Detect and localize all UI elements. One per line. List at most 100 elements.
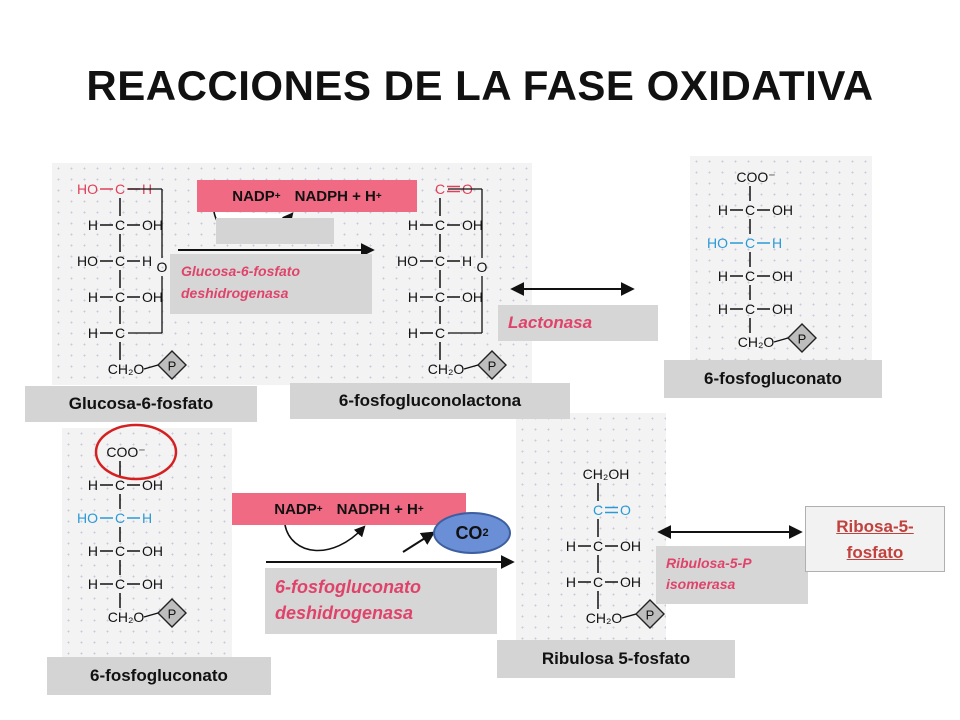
gluconato-bottom-carbon-2: C [115, 543, 125, 559]
lactona-phosphate-label: P [488, 359, 497, 374]
cofactor-box-top: NADP+ NADPH + H+ [197, 180, 417, 212]
ribulosa-right-2: OH [620, 574, 641, 590]
gluconato-top-carbon-3: C [745, 301, 755, 317]
gluconato-bottom-panel [62, 428, 232, 658]
ribulosa-right-0: O [620, 502, 631, 518]
lactona-carbon-0: C [435, 181, 445, 197]
curve-nadp-bottom [284, 524, 366, 552]
glucosa6p-phosphate [157, 350, 187, 380]
gluconato-bottom-left-3: H [88, 576, 98, 592]
ribulosa-carbon-0: C [593, 502, 603, 518]
ribulosa-carbon-1: C [593, 538, 603, 554]
gluconato-top-right-1: H [772, 235, 782, 251]
lactona-right-3: OH [462, 289, 483, 305]
glucosa6p-carbon-3: C [115, 289, 125, 305]
glucosa6p-left-0: HO [77, 181, 98, 197]
gluconato-bottom-carbon-0: C [115, 477, 125, 493]
gluconato-bottom-right-0: OH [142, 477, 163, 493]
enzyme-lactonasa: Lactonasa [498, 305, 658, 341]
lactona-carbon-2: C [435, 253, 445, 269]
gluconato-bottom-top-group: COO⁻ [106, 444, 145, 460]
gluconato-top-phosphate-label: P [798, 332, 807, 347]
ribulosa-phosphate [635, 599, 665, 629]
ribulosa-panel [516, 413, 666, 641]
gluconato-bottom-ch2o: CH₂O [108, 609, 145, 625]
lactona-right-2: H [462, 253, 472, 269]
glucosa6p-carbon-2: C [115, 253, 125, 269]
nadp-label-bottom: NADP [274, 500, 317, 518]
glucosa6p-ch2o: CH₂O [108, 361, 145, 377]
gluconato-top-carbon-2: C [745, 268, 755, 284]
lactona-carbon-4: C [435, 325, 445, 341]
lactona-carbon-1: C [435, 217, 445, 233]
gluconato-bottom-right-3: OH [142, 576, 163, 592]
ribulosa-ch2o: CH₂O [586, 610, 623, 626]
enzyme-pgdh: 6-fosfogluconato deshidrogenasa [265, 568, 497, 634]
lactona-left-3: H [408, 289, 418, 305]
nadp-label: NADP [232, 187, 275, 205]
ribulosa-right-1: OH [620, 538, 641, 554]
label-gluconato-bottom: 6-fosfogluconato [47, 657, 271, 695]
ribulosa-phos-bond [621, 613, 637, 619]
gluconato-top-left-1: HO [707, 235, 728, 251]
label-lactona: 6-fosfogluconolactona [290, 383, 570, 419]
gluconato-bottom-phosphate-label: P [168, 607, 177, 622]
glucosa6p-carbon-4: C [115, 325, 125, 341]
gluconato-bottom-right-2: OH [142, 543, 163, 559]
glucosa6p-carbon-0: C [115, 181, 125, 197]
arrow-co2 [402, 531, 436, 553]
gluconato-bottom-left-0: H [88, 477, 98, 493]
label-ribulosa: Ribulosa 5-fosfato [497, 640, 735, 678]
gluconato-top-phos-bond [773, 337, 789, 343]
highlight-circle-coo [94, 423, 178, 481]
gluconato-bottom-phosphate [157, 598, 187, 628]
lactona-phosphate [477, 350, 507, 380]
ribulosa-top-group: CH₂OH [583, 466, 630, 482]
gluconato-top-carbon-1: C [745, 235, 755, 251]
gluconato-top-phosphate [787, 323, 817, 353]
glucosa6p-left-2: HO [77, 253, 98, 269]
gluconato-top-right-3: OH [772, 301, 793, 317]
ribulosa-left-1: H [566, 538, 576, 554]
lactona-left-1: H [408, 217, 418, 233]
gluconato-top-left-0: H [718, 202, 728, 218]
cofactor-box-bottom: NADP+ NADPH + H+ [232, 493, 466, 525]
gluconato-top-carbon-0: C [745, 202, 755, 218]
gluconato-bottom-phos-bond [143, 612, 159, 618]
glucosa6p-ring-o: O [157, 259, 168, 275]
gluconato-top-right-0: OH [772, 202, 793, 218]
glucosa6p-phos-bond [143, 364, 159, 370]
lactona-ring-o: O [477, 259, 488, 275]
glucosa6p-right-2: H [142, 253, 152, 269]
gluconato-top-top-group: COO⁻ [736, 169, 775, 185]
glucosa6p-carbon-1: C [115, 217, 125, 233]
enzyme-isomerasa: Ribulosa-5-P isomerasa [656, 546, 808, 604]
gluconato-bottom-left-1: HO [77, 510, 98, 526]
label-glucosa6p: Glucosa-6-fosfato [25, 386, 257, 422]
gluconato-bottom-carbon-1: C [115, 510, 125, 526]
glucosa6p-right-1: OH [142, 217, 163, 233]
nadph-label: NADPH + H [294, 187, 376, 205]
gluconato-bottom-left-2: H [88, 543, 98, 559]
ribulosa-carbon-2: C [593, 574, 603, 590]
lactona-left-2: HO [397, 253, 418, 269]
lactona-ch2o: CH₂O [428, 361, 465, 377]
lactona-right-1: OH [462, 217, 483, 233]
gluconato-top-left-2: H [718, 268, 728, 284]
page-title: REACCIONES DE LA FASE OXIDATIVA [86, 62, 874, 109]
gluconato-bottom-right-1: H [142, 510, 152, 526]
gluconato-top-left-3: H [718, 301, 728, 317]
ribosa5p-link[interactable]: Ribosa-5- fosfato [805, 506, 945, 572]
lactona-phos-bond [463, 364, 479, 370]
glucosa6p-phosphate-label: P [168, 359, 177, 374]
glucosa6p-right-3: OH [142, 289, 163, 305]
enzyme-g6pdh: Glucosa-6-fosfato deshidrogenasa [170, 254, 372, 314]
lactona-left-4: H [408, 325, 418, 341]
gluconato-top-ch2o: CH₂O [738, 334, 775, 350]
glucosa6p-left-3: H [88, 289, 98, 305]
cofactor-shadow-top [216, 218, 334, 244]
ribulosa-phosphate-label: P [646, 608, 655, 623]
nadph-label-bottom: NADPH + H [336, 500, 418, 518]
lactona-carbon-3: C [435, 289, 445, 305]
